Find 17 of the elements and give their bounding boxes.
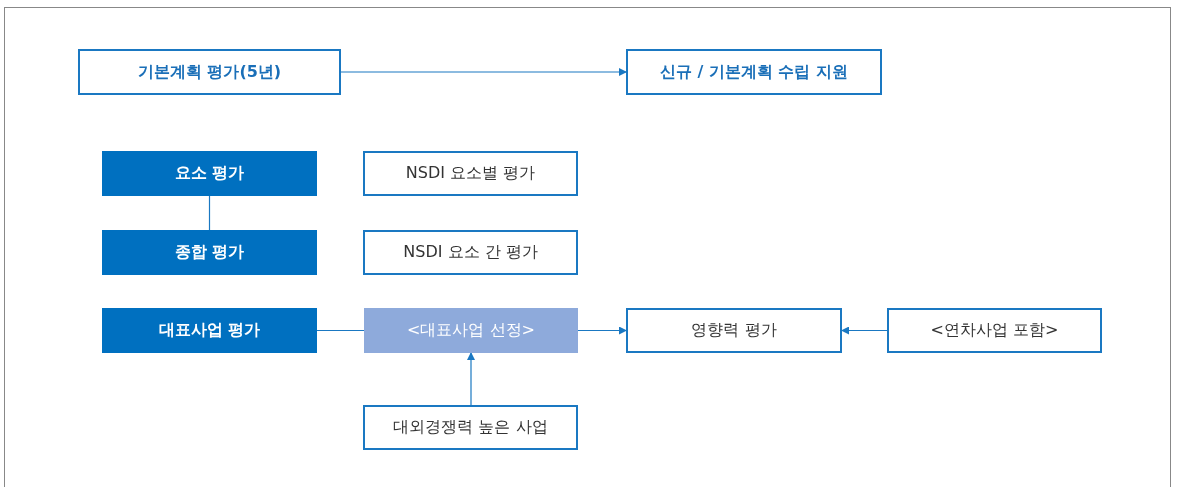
arrow xyxy=(467,352,475,406)
process-box: 요소 평가 xyxy=(102,151,317,196)
connector-line xyxy=(208,195,211,231)
arrow xyxy=(340,68,627,76)
process-box: 대외경쟁력 높은 사업 xyxy=(363,405,578,450)
plan-box: 신규 / 기본계획 수립 지원 xyxy=(626,49,882,95)
process-box: <연차사업 포함> xyxy=(887,308,1102,353)
process-box: 종합 평가 xyxy=(102,230,317,275)
process-box: NSDI 요소 간 평가 xyxy=(363,230,578,275)
arrow xyxy=(577,326,627,335)
process-box: NSDI 요소별 평가 xyxy=(363,151,578,196)
plan-box: 기본계획 평가(5년) xyxy=(78,49,341,95)
process-box: <대표사업 선정> xyxy=(364,308,578,353)
arrow xyxy=(841,326,888,335)
process-box: 대표사업 평가 xyxy=(102,308,317,353)
process-box: 영향력 평가 xyxy=(626,308,842,353)
connector-line xyxy=(316,329,365,332)
